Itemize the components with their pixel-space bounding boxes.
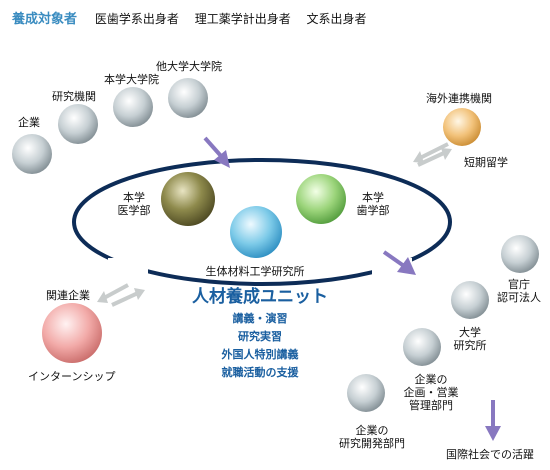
company-label: 企業 xyxy=(18,116,40,129)
research-institute-sphere xyxy=(58,104,98,144)
related-companies-label: 関連企業 xyxy=(46,289,90,302)
activity-lectures: 講義・演習 xyxy=(232,312,288,325)
target-item-humanities: 文系出身者 xyxy=(306,12,367,26)
arrow-out-of-unit xyxy=(382,250,416,275)
other-grad-school-label: 他大学大学院 xyxy=(156,60,222,73)
target-header: 養成対象者 医歯学系出身者 理工薬学計出身者 文系出身者 xyxy=(12,8,379,27)
dentistry-sphere xyxy=(296,174,346,224)
other-grad-school-sphere xyxy=(168,78,208,118)
activity-foreign-lectures: 外国人特別講義 xyxy=(221,348,299,361)
institute-sphere xyxy=(230,206,282,258)
overseas-institutions-sphere xyxy=(443,108,481,146)
internship-sphere xyxy=(42,303,102,363)
activity-job-support: 就職活動の支援 xyxy=(221,366,299,379)
ellipse-gap-left xyxy=(108,258,148,288)
government-sphere xyxy=(501,235,539,273)
institute-label: 生体材料工学研究所 xyxy=(205,265,305,278)
activity-research-practice: 研究実習 xyxy=(238,330,282,343)
target-title: 養成対象者 xyxy=(12,12,78,27)
company-rd-sphere xyxy=(347,374,385,412)
medicine-sphere xyxy=(161,172,215,226)
target-item-medical-dental: 医歯学系出身者 xyxy=(94,12,179,26)
global-label: 国際社会での活躍 xyxy=(446,448,534,461)
own-grad-school-label: 本学大学院 xyxy=(104,73,159,86)
university-label: 大学 研究所 xyxy=(453,326,487,352)
company-planning-sphere xyxy=(403,328,441,366)
research-institute-label: 研究機関 xyxy=(52,90,96,103)
target-item-science-pharmacy: 理工薬学計出身者 xyxy=(194,12,291,26)
internship-label: インターンシップ xyxy=(28,370,116,383)
arrow-into-unit xyxy=(203,136,230,168)
company-sphere xyxy=(12,134,52,174)
company-planning-label: 企業の 企画・営業 管理部門 xyxy=(403,373,459,412)
medicine-label: 本学 医学部 xyxy=(117,191,151,217)
exchange-arrows-overseas xyxy=(413,142,452,167)
unit-title: 人材養成ユニット xyxy=(192,287,328,307)
own-grad-school-sphere xyxy=(113,87,153,127)
dentistry-label: 本学 歯学部 xyxy=(356,191,390,217)
university-sphere xyxy=(451,281,489,319)
company-rd-label: 企業の 研究開発部門 xyxy=(339,424,405,450)
government-label: 官庁 認可法人 xyxy=(497,278,541,304)
exchange-arrows-related xyxy=(97,283,145,307)
arrow-global xyxy=(485,400,501,441)
overseas-institutions-label: 海外連携機関 xyxy=(426,92,492,105)
short-study-label: 短期留学 xyxy=(464,156,508,169)
unit-ellipse xyxy=(72,158,452,286)
